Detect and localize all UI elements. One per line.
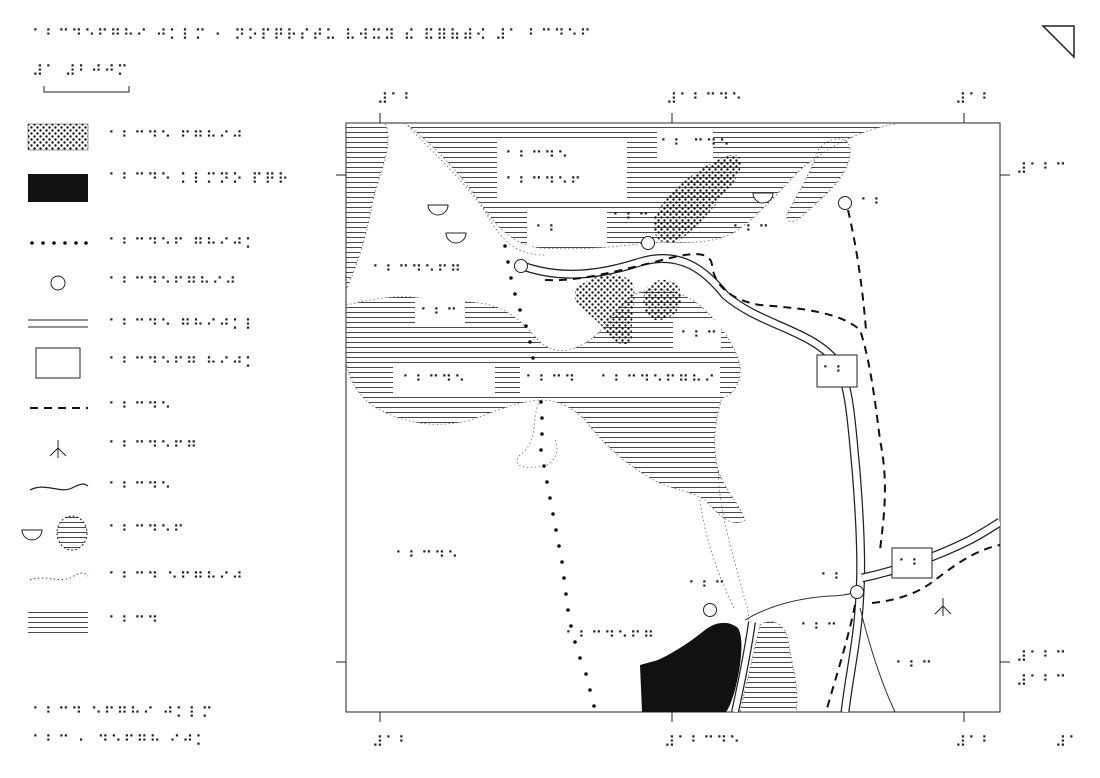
dotted-area-central-east [643,279,682,321]
legend-swatch-half-circle-icon [21,529,43,541]
map-label: ⠁⠃⠉ [612,210,651,228]
legend-label-hatched-area: ⠁⠃⠉⠙ [108,613,160,631]
legend-swatch-hatched-area [28,608,88,636]
dashed-trail-north [544,209,886,551]
coord-label-bottom: ⠼⠁⠃⠉⠙⠑ [664,733,742,751]
coord-label-right: ⠼⠁⠃⠉ [1016,672,1068,690]
legend-label-dashed-line: ⠁⠃⠉⠙⠑ [108,399,173,417]
dashed-trail-south [825,604,856,712]
wind-turbine-icon [934,598,952,616]
map-box-east [816,354,858,388]
map-label: ⠁⠃ ⠉⠙⠑ [660,136,732,154]
legend-label-box: ⠁⠃⠉⠙⠑⠋⠛ ⠓⠊⠚⠅ [108,354,258,372]
coord-label-top: ⠼⠁⠃ [377,90,416,108]
legend-swatch-hatched-oval [56,515,88,551]
map-label: ⠁⠃⠉⠙⠑ [395,548,460,566]
legend-swatch-wind-icon [49,440,67,458]
legend-swatch-dotted-area [27,123,89,151]
map-label: ⠁⠃⠉ [800,620,839,638]
coordinate-ticks [336,113,1010,722]
map-label: ⠁⠃ [898,556,924,574]
hatched-lake-northwest [346,123,389,291]
map-label: ⠁⠃⠉⠙⠑⠋ [505,174,583,192]
legend-label-wind-icon: ⠁⠃⠉⠙⠑⠋⠛ [108,438,199,456]
legend-label-circle: ⠁⠃⠉⠙⠑⠋⠛⠓⠊⠚ [108,274,238,292]
map-label: ⠁⠃ [535,222,561,240]
map-label: ⠁⠃⠉⠙⠑ [505,148,570,166]
map-label: ⠁⠃⠉ [895,658,934,676]
shoreline-south [699,469,750,641]
legend-label-dotted-path: ⠁⠃⠉⠙⠑⠋ ⠛⠓⠊⠚⠅ [108,235,258,253]
stream-south [744,591,896,712]
map-label: ⠁⠃⠉ [420,305,459,323]
legend-swatch-black-area [28,174,88,202]
dotted-path [503,244,596,708]
map-circles [514,196,864,617]
coord-label-right: ⠼⠁⠃⠉ [1016,648,1068,666]
scale-label: ⠼⠁ ⠼⠃⠚⠚⠍ [32,62,130,80]
legend-label-fine-dotted-line: ⠁⠃⠉⠙ ⠑⠋⠛⠓⠊⠚ [108,569,245,587]
map-label: ⠁⠃ [820,570,846,588]
label-cutouts [393,128,721,395]
coord-label-top: ⠼⠁⠃ [955,90,994,108]
map-label: ⠁⠃⠉⠙⠑ [402,372,467,390]
coord-label-bottom: ⠼⠁⠃ [955,733,994,751]
footer-line-1: ⠁⠃⠉⠙ ⠑⠋⠛⠓⠊ ⠚⠅⠇⠍ [32,704,215,722]
legend-label-wavy-line: ⠁⠃⠉⠙⠑ [108,479,173,497]
hatched-strip-south [739,621,798,712]
footer-line-2: ⠁⠃⠉ ⠂ ⠙⠑⠋⠛⠓ ⠊⠚⠅ [32,732,209,750]
map-label: ⠁⠃⠉ [688,578,727,596]
coord-label-bottom: ⠼⠁⠃ [372,733,411,751]
map-label: ⠁⠃ [860,195,886,213]
coord-label-corner: ⠼⠁ [1055,733,1081,751]
legend-swatch-double-line [28,319,88,328]
map-label: ⠁⠃⠉ [680,328,719,346]
shoreline [404,123,558,468]
map-label: ⠁⠃⠉⠙⠑⠋⠛ [565,628,656,646]
legend-label-black-area: ⠁⠃⠉⠙⠑ ⠅⠇⠍⠝⠕ ⠏⠟⠗ [108,170,291,188]
black-area-south [640,622,742,712]
map-box-southeast [891,547,933,579]
coord-label-top: ⠼⠁⠃⠉⠙⠑ [666,90,744,108]
legend-label-double-line: ⠁⠃⠉⠙⠑ ⠛⠓⠊⠚⠅⠇ [108,316,258,334]
scale-bar [43,86,130,93]
half-circle-icons [427,192,774,244]
hatched-lake-central [346,289,746,523]
legend-label-dotted-area: ⠁⠃⠉⠙⠑ ⠋⠛⠓⠊⠚ [108,128,245,146]
north-arrow-icon [1041,25,1075,59]
legend-swatch-box [35,347,81,379]
coord-label-right: ⠼⠁⠃⠉ [1016,160,1068,178]
map-label: ⠁⠃⠉⠙⠑⠋⠛ [372,262,463,280]
map-label: ⠁⠃⠉ [732,222,771,240]
legend-swatch-circle [50,275,66,291]
legend-label-half-circle: ⠁⠃⠉⠙⠑⠋ [108,522,186,540]
legend-swatch-fine-dotted-line [29,572,89,581]
dotted-area-central [575,274,635,345]
legend-swatch-dotted-path [30,241,88,245]
hatched-inlet-northeast [786,138,851,222]
legend-swatch-wavy-line [29,483,89,491]
dotted-area-north [653,154,742,244]
map-label: ⠁⠃⠉⠙⠑⠋⠛⠓⠊ [600,372,717,390]
map-title: ⠁⠃⠉⠙⠑⠋⠛⠓⠊ ⠚⠅⠇⠍ ⠂ ⠝⠕⠏⠟⠗⠎⠞⠥ ⠧⠺⠭⠽ ⠮ ⠯⠿⠷⠾⠪ ⠼… [32,26,593,44]
map-label: ⠁⠃⠉⠙ [525,372,577,390]
map-label: ⠁⠃ [822,363,848,381]
